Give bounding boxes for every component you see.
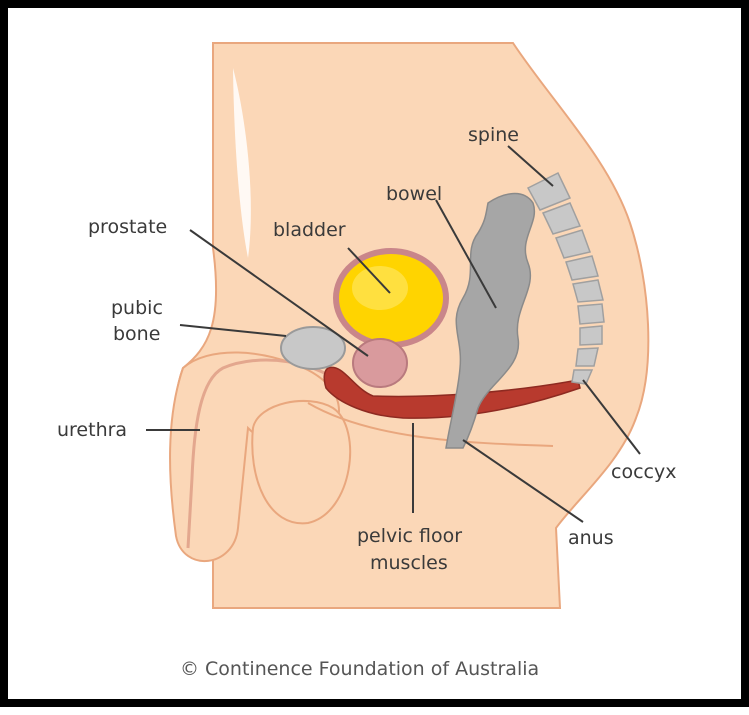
- label-urethra: urethra: [57, 419, 127, 441]
- label-pelvic-floor-line2: muscles: [370, 552, 448, 574]
- label-bladder: bladder: [273, 219, 346, 241]
- label-prostate: prostate: [88, 216, 167, 238]
- label-anus: anus: [568, 527, 614, 549]
- label-bowel: bowel: [386, 183, 442, 205]
- label-pubic-bone-line2: bone: [113, 323, 160, 345]
- bladder-highlight: [352, 266, 408, 310]
- copyright-credit: © Continence Foundation of Australia: [180, 658, 539, 680]
- pelvic-anatomy-diagram: spine bowel prostate bladder pubic bone …: [8, 8, 749, 715]
- label-coccyx: coccyx: [611, 461, 676, 483]
- label-pelvic-floor-line1: pelvic floor: [357, 525, 462, 547]
- label-spine: spine: [468, 124, 519, 146]
- label-pubic-bone-line1: pubic: [111, 297, 163, 319]
- prostate-shape: [353, 339, 407, 387]
